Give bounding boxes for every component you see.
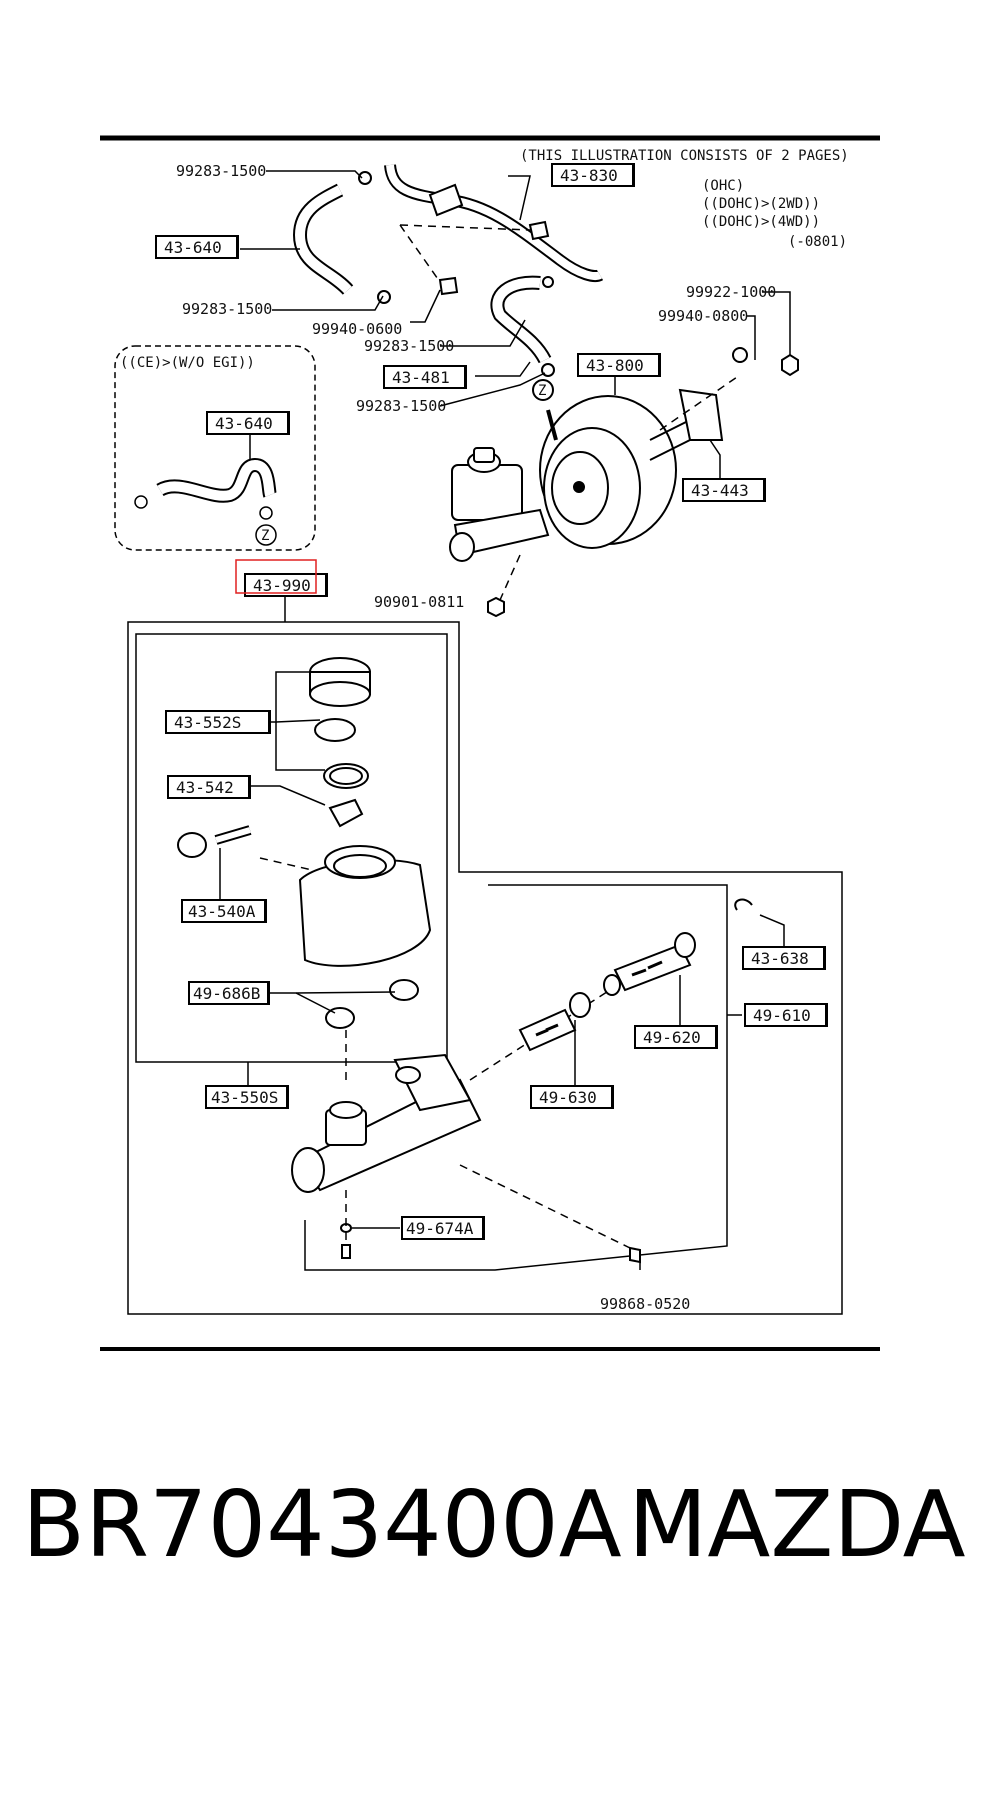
svg-text:43-552S: 43-552S bbox=[174, 713, 241, 732]
piston-parts bbox=[518, 898, 753, 1052]
master-cylinder-small bbox=[449, 447, 550, 618]
reservoir-parts bbox=[177, 657, 432, 1085]
svg-text:43-800: 43-800 bbox=[586, 356, 644, 375]
label-43-638: 43-638 bbox=[742, 946, 826, 970]
part-99940-0800: 99940-0800 bbox=[658, 307, 748, 325]
label-49-630: 49-630 bbox=[530, 1085, 614, 1109]
svg-text:49-674A: 49-674A bbox=[406, 1219, 474, 1238]
svg-text:43-638: 43-638 bbox=[751, 949, 809, 968]
part-99283-1500-a: 99283-1500 bbox=[176, 162, 266, 180]
header-note: (THIS ILLUSTRATION CONSISTS OF 2 PAGES) bbox=[520, 148, 849, 164]
z-marker-b: Z bbox=[538, 383, 546, 399]
label-49-674A: 49-674A bbox=[401, 1216, 485, 1240]
label-49-620: 49-620 bbox=[634, 1025, 718, 1049]
label-43-990[interactable]: 43-990 bbox=[235, 559, 328, 597]
label-43-800: 43-800 bbox=[577, 353, 661, 377]
label-43-550S: 43-550S bbox=[205, 1085, 289, 1109]
part-99868-0520: 99868-0520 bbox=[600, 1295, 690, 1313]
parts-diagram: (THIS ILLUSTRATION CONSISTS OF 2 PAGES) … bbox=[100, 135, 880, 1351]
brand-name: MAZDA bbox=[628, 1471, 966, 1578]
brake-booster: Z bbox=[532, 347, 799, 549]
part-90901-0811: 90901-0811 bbox=[374, 593, 464, 611]
applicability-2: ((DOHC)>(2WD)) bbox=[702, 196, 820, 212]
applicability-1: (OHC) bbox=[702, 178, 744, 194]
svg-text:49-630: 49-630 bbox=[539, 1088, 597, 1107]
svg-text:43-640: 43-640 bbox=[164, 238, 222, 257]
svg-text:43-481: 43-481 bbox=[392, 368, 450, 387]
upper-leaders bbox=[240, 170, 791, 480]
z-marker-a: Z bbox=[261, 528, 269, 544]
svg-text:49-610: 49-610 bbox=[753, 1006, 811, 1025]
part-99940-0600: 99940-0600 bbox=[312, 320, 402, 338]
cylinder-group-outline bbox=[304, 884, 728, 1271]
svg-text:49-620: 49-620 bbox=[643, 1028, 701, 1047]
vacuum-hose-assembly bbox=[292, 164, 604, 377]
highlight-box bbox=[235, 559, 317, 594]
variant-box: ((CE)>(W/O EGI)) 43-640 Z bbox=[114, 345, 316, 551]
label-49-686B: 49-686B bbox=[188, 981, 270, 1005]
svg-text:49-686B: 49-686B bbox=[193, 984, 260, 1003]
label-43-443: 43-443 bbox=[682, 478, 766, 502]
label-43-640-a: 43-640 bbox=[155, 235, 239, 259]
label-43-481: 43-481 bbox=[383, 365, 467, 389]
label-43-640-b: 43-640 bbox=[215, 414, 273, 433]
part-99283-1500-b: 99283-1500 bbox=[182, 300, 272, 318]
applicability-4: (-0801) bbox=[788, 234, 847, 250]
caption: BR7043400A MAZDA bbox=[0, 1470, 992, 1580]
lower-leaders bbox=[219, 671, 785, 1270]
svg-text:43-542: 43-542 bbox=[176, 778, 234, 797]
svg-text:43-990: 43-990 bbox=[253, 576, 311, 595]
part-99283-1500-c: 99283-1500 bbox=[364, 337, 454, 355]
label-43-552S: 43-552S bbox=[165, 710, 271, 734]
svg-text:43-540A: 43-540A bbox=[188, 902, 256, 921]
svg-text:43-443: 43-443 bbox=[691, 481, 749, 500]
part-99283-1500-d: 99283-1500 bbox=[356, 397, 446, 415]
assembly-outline bbox=[127, 597, 843, 1315]
applicability-3: ((DOHC)>(4WD)) bbox=[702, 214, 820, 230]
svg-text:43-550S: 43-550S bbox=[211, 1088, 278, 1107]
part-99922-1000: 99922-1000 bbox=[686, 283, 776, 301]
svg-text:43-830: 43-830 bbox=[560, 166, 618, 185]
reservoir-group-box bbox=[135, 633, 448, 1063]
label-43-830: 43-830 bbox=[551, 163, 635, 187]
part-number: BR7043400A bbox=[22, 1471, 622, 1578]
master-cylinder-body bbox=[291, 989, 641, 1264]
label-43-540A: 43-540A bbox=[181, 899, 267, 923]
label-49-610: 49-610 bbox=[744, 1003, 828, 1027]
label-43-542: 43-542 bbox=[167, 775, 251, 799]
variant-note: ((CE)>(W/O EGI)) bbox=[120, 355, 255, 371]
